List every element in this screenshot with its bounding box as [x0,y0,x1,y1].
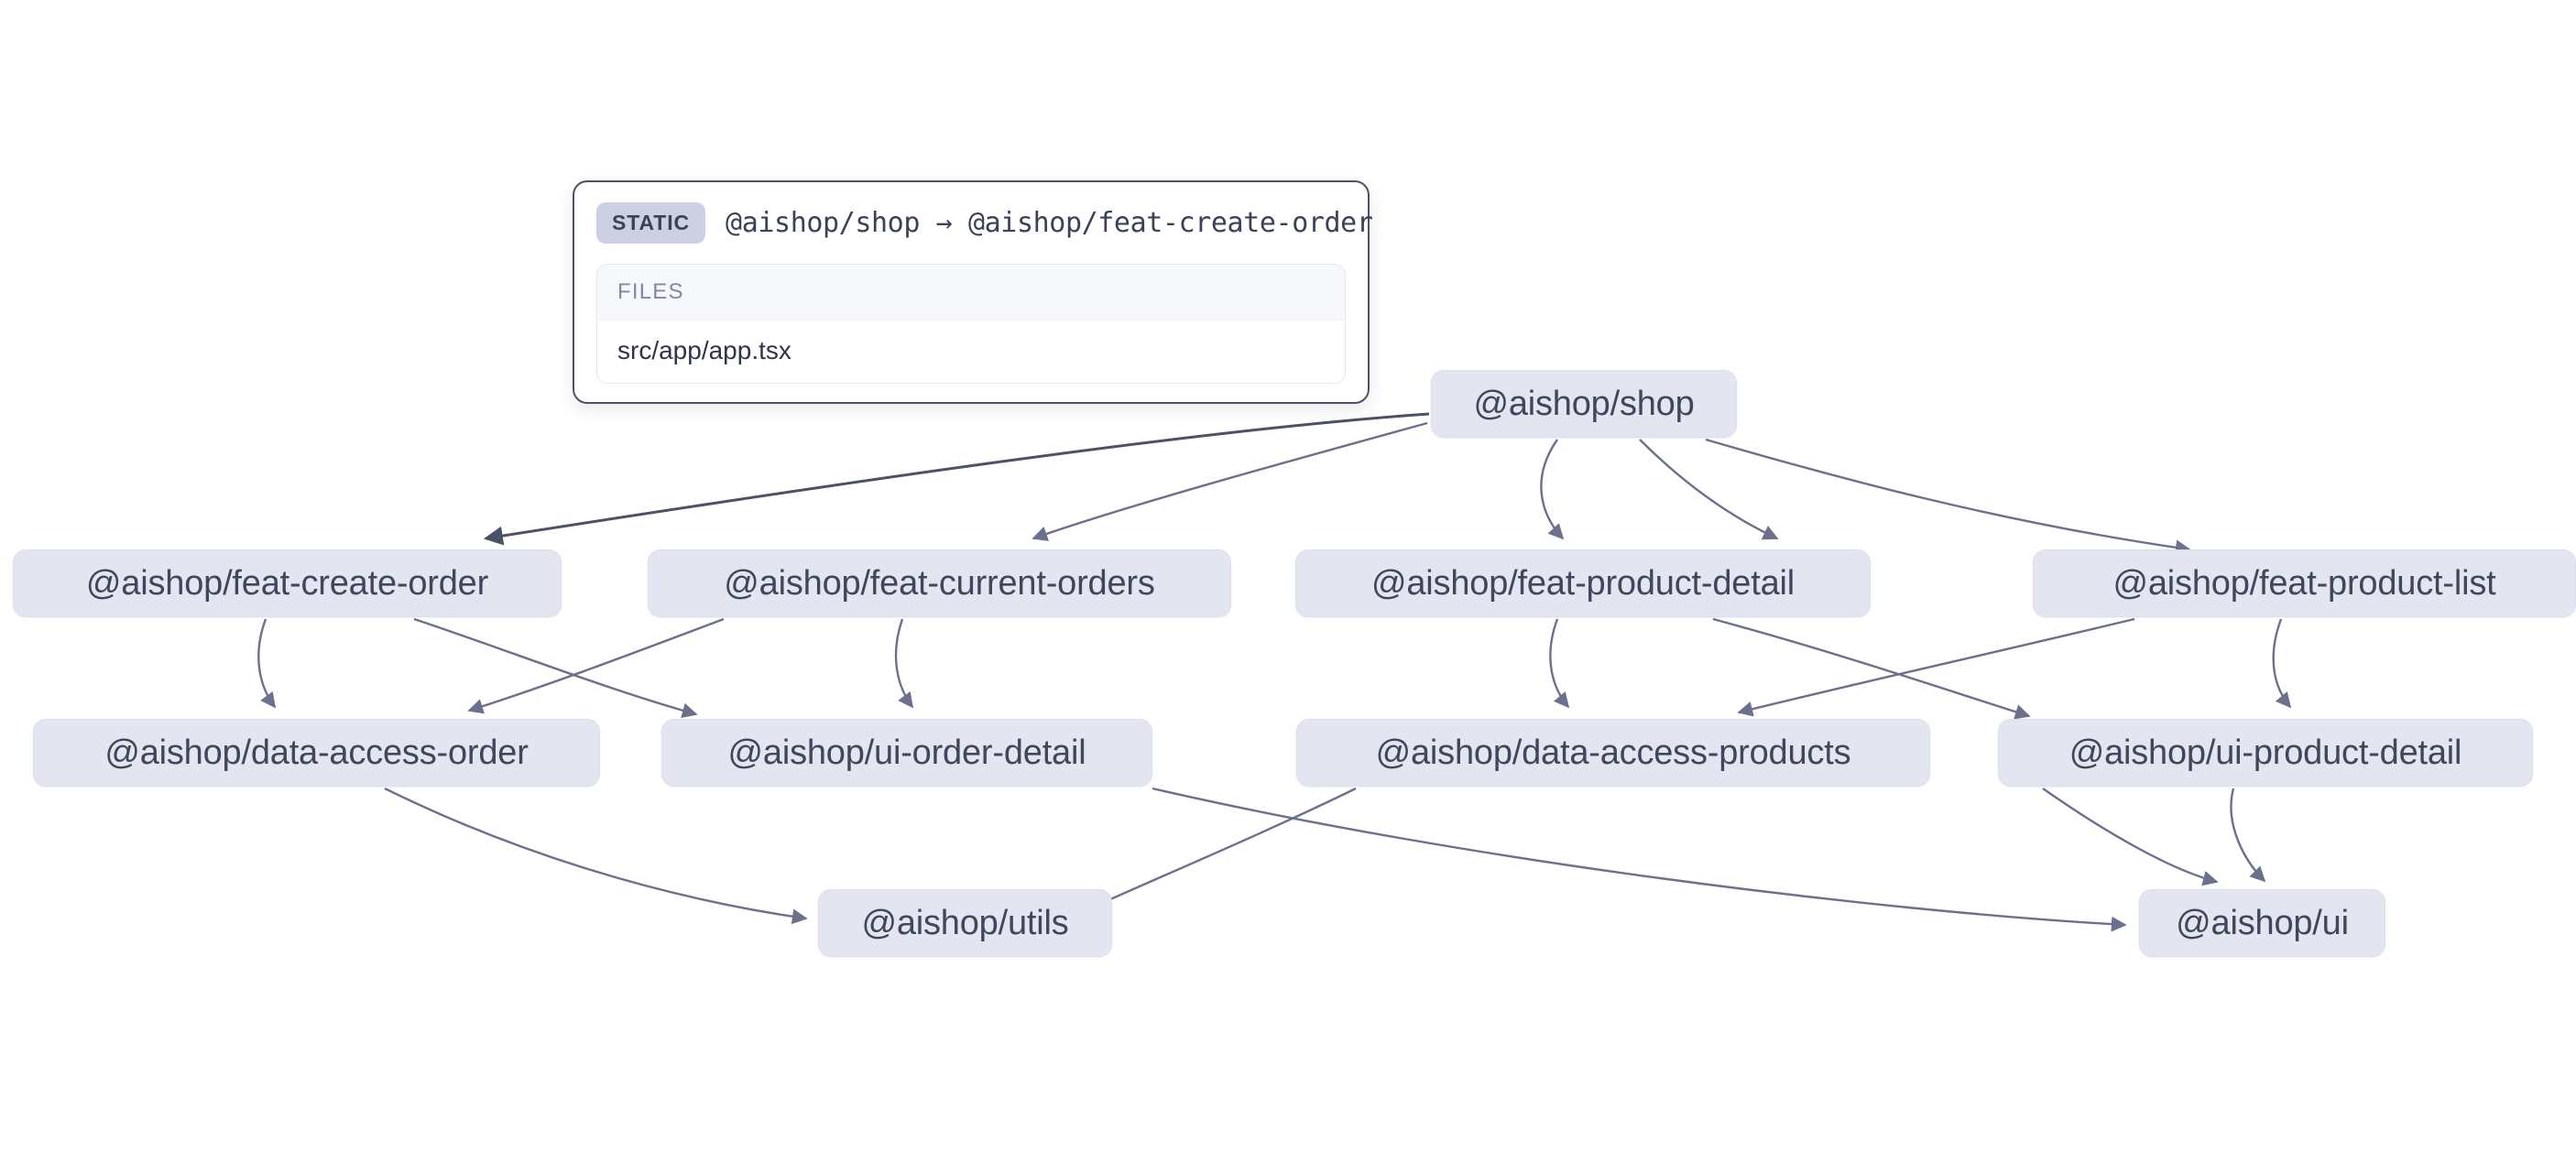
graph-node-label: @aishop/feat-product-detail [1371,563,1795,603]
edge-feat-product-detail-to-ui-product-detail [1712,617,2031,720]
graph-node-ui-order-detail[interactable]: @aishop/ui-order-detail [661,719,1152,787]
edge-feat-product-list-to-ui-product-detail [2272,618,2292,709]
static-dependency-badge: STATIC [596,202,706,244]
graph-node-ui[interactable]: @aishop/ui [2139,889,2385,957]
edge-shop-to-feat-product-list [1705,438,2191,556]
tooltip-files-panel: FILES src/app/app.tsx [596,264,1346,384]
edge-feat-create-order-to-data-access-order [257,618,277,709]
edge-feat-product-detail-to-data-access-products [1549,618,1570,709]
edge-shop-to-feat-create-order [483,412,1430,546]
edge-ui-product-detail-to-ui-2 [2230,788,2266,883]
edge-ui-order-detail-to-ui [1152,787,2127,932]
graph-node-label: @aishop/ui-product-detail [2068,733,2462,772]
graph-node-ui-product-detail[interactable]: @aishop/ui-product-detail [1998,719,2533,787]
file-list-item[interactable]: src/app/app.tsx [597,321,1345,383]
edge-detail-tooltip[interactable]: STATIC @aishop/shop → @aishop/feat-creat… [573,180,1373,404]
edge-feat-create-order-to-ui-order-detail [413,617,698,719]
graph-node-feat-create-order[interactable]: @aishop/feat-create-order [13,549,562,617]
graph-node-feat-product-detail[interactable]: @aishop/feat-product-detail [1295,549,1871,617]
graph-node-feat-current-orders[interactable]: @aishop/feat-current-orders [648,549,1231,617]
graph-node-label: @aishop/feat-current-orders [724,563,1155,603]
graph-node-feat-product-list[interactable]: @aishop/feat-product-list [2033,549,2576,617]
tooltip-title: @aishop/shop → @aishop/feat-create-order [726,207,1373,239]
edge-feat-current-orders-to-data-access-order [467,617,725,714]
edge-shop-to-feat-product-detail-2 [1639,439,1779,540]
graph-node-utils[interactable]: @aishop/utils [818,889,1112,957]
graph-node-label: @aishop/utils [861,903,1069,942]
files-section-header: FILES [597,265,1345,321]
graph-node-label: @aishop/feat-create-order [85,563,489,603]
graph-node-label: @aishop/ui [2176,903,2349,942]
edge-data-access-order-to-utils [384,787,808,925]
edge-shop-to-feat-current-orders [1031,421,1428,541]
graph-node-label: @aishop/data-access-order [104,733,529,772]
graph-node-label: @aishop/shop [1473,384,1695,423]
edge-ui-product-detail-to-ui [2042,788,2219,886]
graph-node-data-access-order[interactable]: @aishop/data-access-order [33,719,600,787]
graph-node-label: @aishop/data-access-products [1375,733,1851,772]
graph-node-shop[interactable]: @aishop/shop [1431,370,1737,438]
tooltip-header: STATIC @aishop/shop → @aishop/feat-creat… [596,202,1373,244]
edge-feat-product-list-to-data-access-products [1737,617,2135,717]
edge-shop-to-feat-product-detail [1540,439,1565,540]
edge-feat-current-orders-to-ui-order-detail [894,618,914,709]
graph-node-data-access-products[interactable]: @aishop/data-access-products [1296,719,1930,787]
edge-data-access-products-to-utils [1072,787,1357,918]
graph-node-label: @aishop/ui-order-detail [727,733,1086,772]
graph-node-label: @aishop/feat-product-list [2112,563,2496,603]
